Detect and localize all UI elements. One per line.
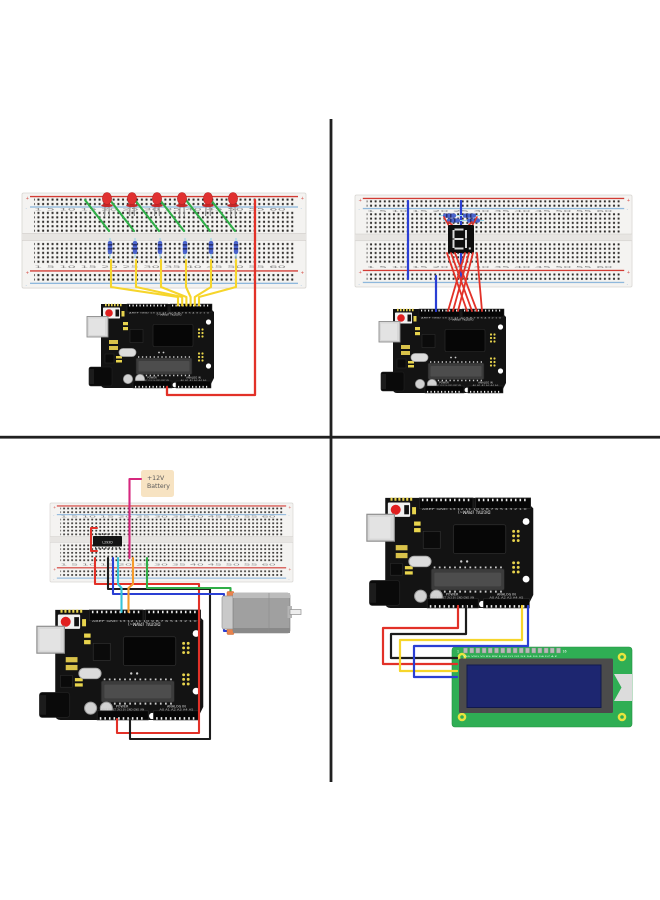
yellow-jumper-wires	[109, 258, 238, 307]
l293d-chip: L293D	[93, 533, 122, 549]
green-jumper-wire	[158, 198, 186, 233]
red-led	[227, 192, 239, 217]
arduino-uno-board	[35, 608, 205, 722]
resistor	[107, 238, 113, 258]
decimal-point	[468, 247, 471, 250]
red-wire	[457, 252, 474, 312]
blue-motor-wire	[111, 556, 230, 633]
green-jumper-wire	[184, 198, 212, 233]
red-power-wire	[165, 198, 257, 397]
resistors-horizontal	[439, 213, 484, 223]
green-jumper-wire	[108, 198, 136, 233]
red-power-wire	[381, 604, 460, 666]
battery-label-line1: +12V	[147, 475, 165, 482]
motor-body	[232, 592, 291, 634]
battery-callout: +12V Battery	[141, 470, 174, 497]
resistor	[132, 238, 138, 258]
motor-driver-circuit-quadrant: +12V Battery L293D	[35, 470, 302, 741]
red-wire	[447, 252, 466, 312]
lcd-pin-header	[463, 647, 561, 654]
resistor	[182, 238, 188, 258]
red-power-wire	[93, 556, 201, 735]
lcd-circuit-quadrant: 1 16 VSS VDD V0 RS RW E D0 D1 D2 D3 D4 D…	[365, 496, 633, 728]
yellow-jumper-wire	[134, 258, 184, 307]
battery-label-line2: Battery	[147, 483, 170, 490]
l293d-chip-label: L293D	[102, 541, 113, 545]
lcd-pin-labels: VSS VDD V0 RS RW E D0 D1 D2 D3 D4 D5 D6 …	[463, 655, 558, 658]
red-led	[176, 192, 188, 217]
led-circuit-quadrant	[21, 192, 307, 397]
red-led	[126, 192, 138, 217]
green-jumper-wires	[83, 198, 237, 233]
resistors-vertical	[107, 238, 239, 258]
black-ground-wire	[106, 556, 212, 741]
seven-segment-display	[448, 225, 474, 253]
lcd-mounting-holes	[457, 652, 627, 722]
seven-segment-circuit-quadrant	[354, 194, 633, 395]
segment-digit-8	[452, 228, 471, 250]
yellow-jumper-wire	[184, 258, 192, 307]
lcd-side-tab	[614, 674, 632, 701]
motor-body-shadow	[233, 628, 290, 633]
red-jumper-wire	[90, 527, 98, 552]
lcd-pin1-label: 1	[457, 650, 459, 654]
arduino-uno-board	[377, 307, 508, 395]
dc-motor	[221, 591, 302, 635]
vertical-divider	[329, 119, 333, 782]
resistor	[439, 213, 460, 218]
red-led	[101, 192, 113, 217]
arduino-uno-board	[365, 496, 535, 610]
horizontal-divider	[0, 435, 660, 439]
orange-signal-wire	[127, 556, 135, 614]
red-wire	[476, 252, 483, 312]
yellow-signal-wire	[398, 604, 524, 673]
red-segment-wires	[446, 252, 483, 312]
magenta-battery-wire	[128, 477, 143, 560]
breadboard	[354, 194, 633, 289]
yellow-jumper-wire	[109, 258, 180, 307]
green-jumper-wire	[133, 198, 161, 233]
lcd-wires	[381, 604, 530, 679]
red-leds	[101, 192, 239, 217]
battery-label-box	[141, 470, 174, 497]
resistor	[459, 213, 480, 218]
resistor	[208, 238, 214, 258]
cyan-signal-wire	[116, 556, 123, 614]
lcd-screen	[466, 664, 602, 708]
breadboard	[49, 502, 294, 583]
motor-shaft	[289, 609, 302, 615]
yellow-jumper-wire	[193, 258, 213, 307]
yellow-jumper-wire	[197, 258, 238, 307]
red-led	[202, 192, 214, 217]
green-jumper-wire	[209, 198, 237, 233]
lcd-pin16-label: 16	[563, 650, 567, 654]
red-wire	[452, 252, 470, 312]
arduino-uno-board	[85, 302, 216, 390]
motor-body-highlight	[233, 593, 290, 598]
lcd1602-module: 1 16 VSS VDD V0 RS RW E D0 D1 D2 D3 D4 D…	[451, 646, 633, 728]
blue-signal-wire	[412, 604, 530, 679]
yellow-jumper-wire	[159, 258, 188, 307]
green-jumper-wire	[83, 198, 111, 233]
breadboard	[21, 192, 307, 290]
resistor	[157, 238, 163, 258]
red-led	[151, 192, 163, 217]
resistor	[233, 238, 239, 258]
